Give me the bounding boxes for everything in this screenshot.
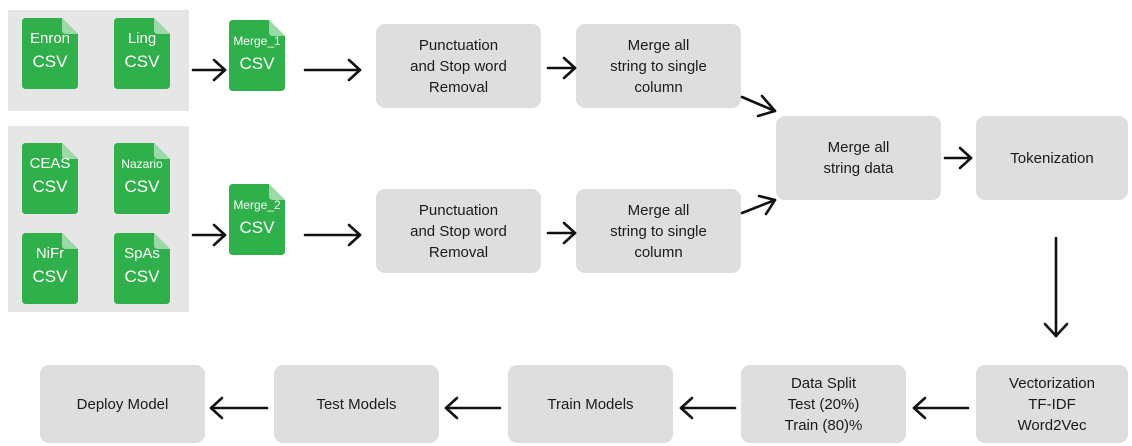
- file-shape: [22, 18, 78, 89]
- file-name: CEAS: [29, 155, 71, 172]
- step-test-models: Test Models: [274, 365, 439, 443]
- file-icon-nifr: NiFr CSV: [22, 233, 78, 304]
- step-label: Train Models: [547, 395, 634, 413]
- step-merge-column-2: Merge all string to single column: [576, 189, 741, 273]
- file-ext: CSV: [239, 54, 275, 73]
- arrow-groupA-to-merge1: [191, 58, 227, 82]
- file-name: Enron: [29, 30, 71, 47]
- arrow-punct1-to-mergecol1: [546, 56, 577, 80]
- arrow-mergecol2-to-mergedata: [740, 194, 777, 216]
- file-ext: CSV: [124, 267, 160, 286]
- step-label: Test Models: [316, 395, 397, 413]
- file-shape: [114, 143, 170, 214]
- arrow-punct2-to-mergecol2: [546, 221, 577, 245]
- file-shape: [22, 233, 78, 304]
- step-label: Merge all string to single column: [610, 36, 707, 96]
- step-label: Vectorization TF-IDF Word2Vec: [1009, 374, 1095, 434]
- file-shape: [114, 18, 170, 89]
- step-train-models: Train Models: [508, 365, 673, 443]
- file-ext: CSV: [239, 218, 275, 237]
- step-label: Deploy Model: [76, 395, 169, 413]
- arrow-tokenization-to-vectorization: [1043, 236, 1069, 338]
- arrow-datasplit-to-train: [679, 396, 737, 420]
- step-punctuation-removal-2: Punctuation and Stop word Removal: [376, 189, 541, 273]
- file-name: Ling: [127, 30, 157, 47]
- file-name: Nazario: [121, 157, 163, 171]
- file-ext: CSV: [32, 267, 68, 286]
- file-icon-ceas: CEAS CSV: [22, 143, 78, 214]
- step-label: Tokenization: [1010, 149, 1094, 167]
- arrow-train-to-test: [444, 396, 502, 420]
- file-icon-enron: Enron CSV: [22, 18, 78, 89]
- file-ext: CSV: [32, 177, 68, 196]
- step-punctuation-removal-1: Punctuation and Stop word Removal: [376, 24, 541, 108]
- arrow-groupB-to-merge2: [191, 223, 227, 247]
- step-merge-string-data: Merge all string data: [776, 116, 941, 200]
- arrow-mergedata-to-tokenization: [943, 146, 973, 170]
- step-label: Data Split Test (20%) Train (80)%: [784, 374, 863, 434]
- file-icon-merge-2: Merge_2 CSV: [229, 184, 285, 255]
- file-shape: [229, 184, 285, 255]
- file-ext: CSV: [124, 177, 160, 196]
- file-shape: [22, 143, 78, 214]
- arrow-merge1-to-punct1: [303, 58, 362, 82]
- step-deploy-model: Deploy Model: [40, 365, 205, 443]
- file-ext: CSV: [32, 52, 68, 71]
- file-icon-ling: Ling CSV: [114, 18, 170, 89]
- file-shape: [114, 233, 170, 304]
- file-name: Merge_2: [233, 198, 281, 212]
- step-tokenization: Tokenization: [976, 116, 1128, 200]
- file-name: NiFr: [35, 245, 65, 262]
- step-merge-column-1: Merge all string to single column: [576, 24, 741, 108]
- step-data-split: Data Split Test (20%) Train (80)%: [741, 365, 906, 443]
- file-icon-spas: SpAs CSV: [114, 233, 170, 304]
- step-label: Merge all string to single column: [610, 201, 707, 261]
- step-label: Punctuation and Stop word Removal: [410, 36, 507, 96]
- step-vectorization: Vectorization TF-IDF Word2Vec: [976, 365, 1128, 443]
- file-name: SpAs: [124, 245, 160, 262]
- file-icon-nazario: Nazario CSV: [114, 143, 170, 214]
- arrow-merge2-to-punct2: [303, 223, 362, 247]
- step-label: Merge all string data: [823, 139, 894, 177]
- file-shape: [229, 20, 285, 91]
- arrow-vectorization-to-datasplit: [912, 396, 970, 420]
- file-name: Merge_1: [233, 34, 281, 48]
- arrow-mergecol1-to-mergedata: [740, 94, 777, 118]
- file-icon-merge-1: Merge_1 CSV: [229, 20, 285, 91]
- step-label: Punctuation and Stop word Removal: [410, 201, 507, 261]
- arrow-test-to-deploy: [209, 396, 269, 420]
- file-ext: CSV: [124, 52, 160, 71]
